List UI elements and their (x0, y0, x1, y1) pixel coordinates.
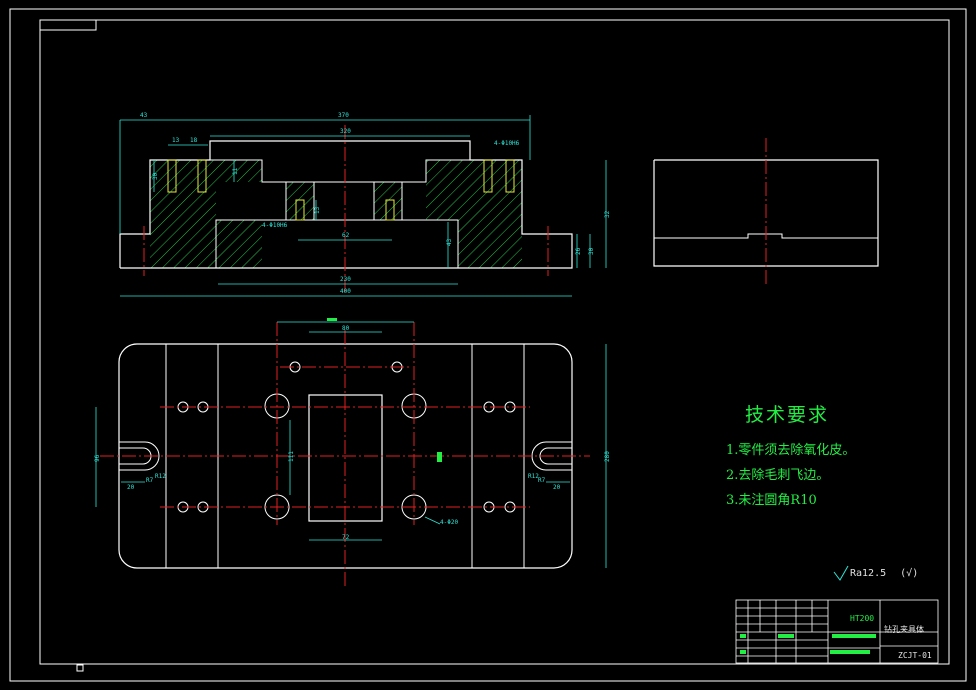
dim-overall-width: 370 (338, 112, 349, 119)
dim-top-width: 80 (342, 325, 350, 332)
section-hatch-center-right (374, 182, 402, 220)
pin-right-1 (483, 159, 493, 193)
outer-frame (9, 8, 967, 682)
dim-height-c: 26 (575, 247, 582, 255)
section-hatch-left (150, 160, 262, 268)
frame-marker (76, 664, 84, 672)
u-slot-left (119, 441, 160, 471)
front-step-inner (210, 159, 470, 183)
dim-pin-depth: 13 (314, 206, 321, 214)
dim-inner-height: 111 (288, 451, 295, 462)
tech-requirement-1: 1.零件须去除氧化皮。 (726, 443, 856, 458)
title-block-drawing-no: ZCJT-01 (898, 651, 932, 660)
dim-radius-left: R12 (155, 473, 166, 480)
frame-corner-tab (39, 19, 97, 31)
dim-overall-height: 280 (604, 451, 611, 462)
dim-height-right: 32 (604, 210, 611, 218)
title-block (735, 599, 939, 664)
dim-radius-small-right: R7 (538, 477, 546, 484)
dim-slot-left: 20 (127, 484, 135, 491)
dim-center-span: 62 (342, 232, 350, 239)
dim-hole-right: 4-Φ10H6 (494, 140, 520, 147)
tech-requirements-title: 技术要求 (745, 404, 830, 426)
title-block-part-name: 钻孔夹具体 (884, 625, 924, 634)
dim-hole-left: 4-Φ10H6 (262, 222, 288, 229)
dim-marker-mid (437, 452, 442, 462)
front-outline (119, 140, 573, 269)
dim-window-width: 72 (342, 534, 350, 541)
pin-center-2 (385, 199, 395, 221)
u-slot-right (531, 441, 572, 471)
dim-radius-small-left: R7 (146, 477, 154, 484)
section-hatch-center-left (286, 182, 314, 220)
tech-requirement-2: 2.去除毛刺飞边。 (726, 468, 830, 483)
inner-frame (39, 19, 950, 665)
dim-hole-label: 4-Φ20 (440, 519, 458, 526)
top-plan-view: 80 72 280 96 111 20 20 R12 R7 R12 R7 4-Φ… (94, 318, 611, 588)
side-step (654, 233, 878, 239)
front-section-view: 43 370 13 18 320 4-Φ10H6 4-Φ10H6 62 230 … (119, 112, 611, 297)
dim-bottom-span: 230 (340, 276, 351, 283)
section-hatch-right (426, 160, 522, 268)
front-bottom-pocket (215, 219, 459, 268)
dim-top-span: 320 (340, 128, 351, 135)
title-block-material: HT200 (850, 614, 875, 623)
side-outline (653, 159, 879, 267)
dim-slot-b: 18 (190, 137, 198, 144)
dim-height-a: 43 (446, 238, 453, 246)
pin-right-2 (505, 159, 515, 193)
dim-slot-a: 13 (172, 137, 180, 144)
roughness-value: Ra12.5 (850, 568, 887, 579)
pin-left-2 (197, 159, 207, 193)
plan-window (308, 394, 383, 522)
tech-requirement-3: 3.未注圆角R10 (726, 493, 817, 508)
dim-left-height: 96 (94, 454, 101, 462)
dim-height-b: 30 (588, 247, 595, 255)
dim-step-height: 11 (232, 167, 239, 175)
roughness-symbol (833, 565, 849, 581)
dim-marker-top (327, 318, 337, 321)
dim-radius-right: R12 (528, 473, 539, 480)
pin-center-1 (295, 199, 305, 221)
pin-left-1 (167, 159, 177, 193)
dim-left-offset: 43 (140, 112, 148, 119)
dim-left-height: 30 (152, 172, 159, 180)
side-view (653, 138, 879, 286)
dim-slot-right: 20 (553, 484, 561, 491)
roughness-note: Ra12.5 (√) (850, 568, 918, 579)
roughness-suffix: (√) (900, 568, 919, 579)
dim-base-width: 400 (340, 288, 351, 295)
